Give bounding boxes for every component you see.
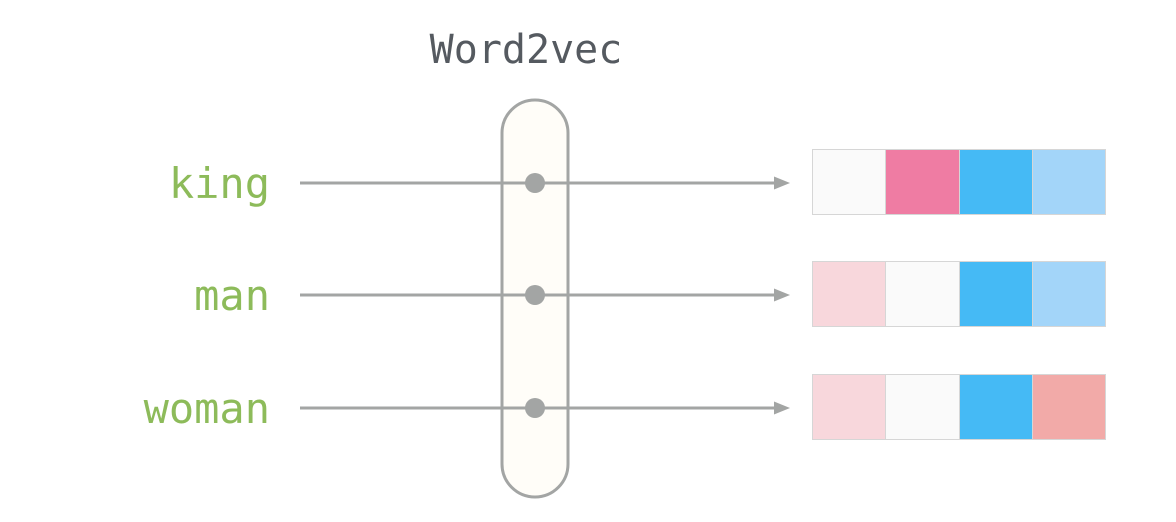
vector-cell bbox=[1032, 150, 1105, 214]
word-label-woman: woman bbox=[143, 384, 270, 433]
row-line-woman bbox=[300, 398, 790, 418]
arrow-head-icon bbox=[774, 176, 790, 190]
model-node bbox=[525, 285, 545, 305]
row-line-man bbox=[300, 285, 790, 305]
arrow-head-icon bbox=[774, 288, 790, 302]
vector-cell bbox=[813, 375, 887, 439]
model-node bbox=[525, 398, 545, 418]
word-label-man: man bbox=[194, 271, 270, 320]
vector-cell bbox=[959, 262, 1033, 326]
embedding-vector-man bbox=[812, 261, 1106, 327]
model-node bbox=[525, 173, 545, 193]
vector-cell bbox=[813, 150, 887, 214]
row-line-king bbox=[300, 173, 790, 193]
vector-cell bbox=[813, 262, 887, 326]
diagram-title: Word2vec bbox=[429, 27, 623, 73]
vector-cell bbox=[959, 150, 1033, 214]
vector-cell bbox=[886, 150, 960, 214]
vector-cell bbox=[886, 375, 960, 439]
vector-cell bbox=[959, 375, 1033, 439]
embedding-vector-king bbox=[812, 149, 1106, 215]
embedding-vector-woman bbox=[812, 374, 1106, 440]
vector-cell bbox=[1032, 375, 1105, 439]
vector-cell bbox=[1032, 262, 1105, 326]
word-label-king: king bbox=[168, 159, 270, 208]
vector-cell bbox=[886, 262, 960, 326]
arrow-head-icon bbox=[774, 401, 790, 415]
